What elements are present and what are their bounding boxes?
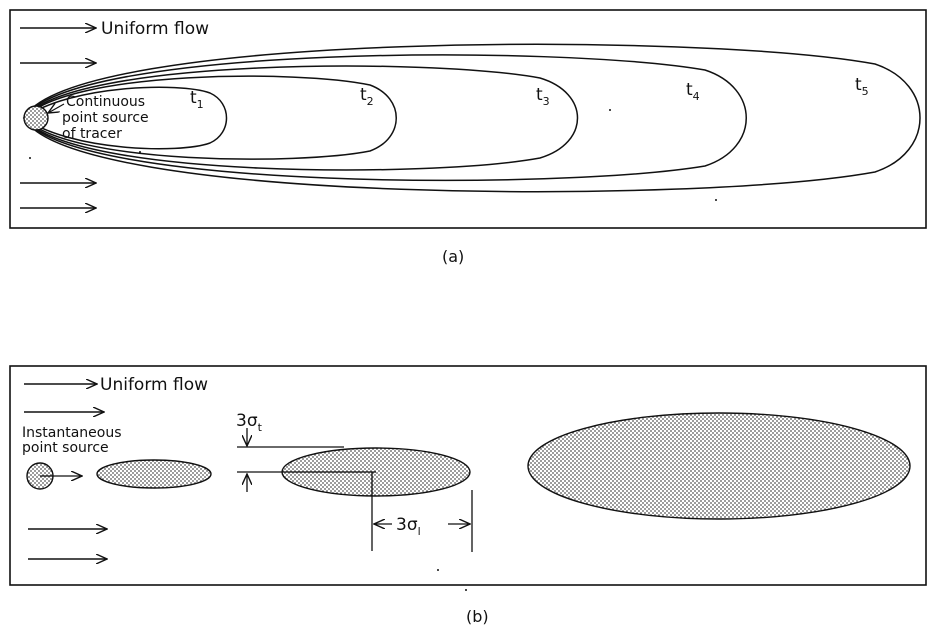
speck (139, 151, 141, 153)
sigma-t-label: 3σt (236, 411, 263, 434)
speck (465, 589, 467, 591)
speck (29, 157, 31, 159)
source-label-line-1: Instantaneous (22, 425, 122, 441)
flow-label: Uniform flow (100, 375, 208, 395)
source-label-line-1: Continuous (66, 94, 145, 110)
time-label-t3: t3 (536, 85, 550, 108)
caption-b: (b) (466, 607, 489, 626)
time-label-t1: t1 (190, 88, 204, 111)
source-pointer (48, 104, 65, 113)
flow-label: Uniform flow (101, 19, 209, 39)
speck (437, 569, 439, 571)
plume-contour-t5 (23, 43, 921, 193)
panel-a: Uniform flow Continuous point source of … (9, 9, 927, 229)
panel-b: Uniform flow Instantaneous point source … (9, 365, 927, 591)
source-label-line-2: point source (22, 440, 109, 456)
time-label-t5: t5 (855, 75, 869, 98)
time-label-t2: t2 (360, 85, 374, 108)
caption-a: (a) (442, 247, 464, 266)
sigma-l-label: 3σl (396, 515, 421, 538)
panel-b-frame (9, 365, 927, 586)
speck (609, 109, 611, 111)
plume-contour-t4 (23, 54, 747, 182)
puff-3 (527, 412, 911, 520)
source-label-line-2: point source (62, 110, 149, 126)
time-label-t4: t4 (686, 80, 700, 103)
source-label-line-3: of tracer (62, 126, 122, 142)
puff-1 (96, 459, 212, 489)
plume-contour-t3 (23, 65, 579, 171)
speck (715, 199, 717, 201)
plume-contour-t2 (22, 75, 397, 160)
panel-a-frame (9, 9, 927, 229)
continuous-source-icon (23, 105, 49, 131)
plume-contour-t1 (22, 86, 228, 150)
